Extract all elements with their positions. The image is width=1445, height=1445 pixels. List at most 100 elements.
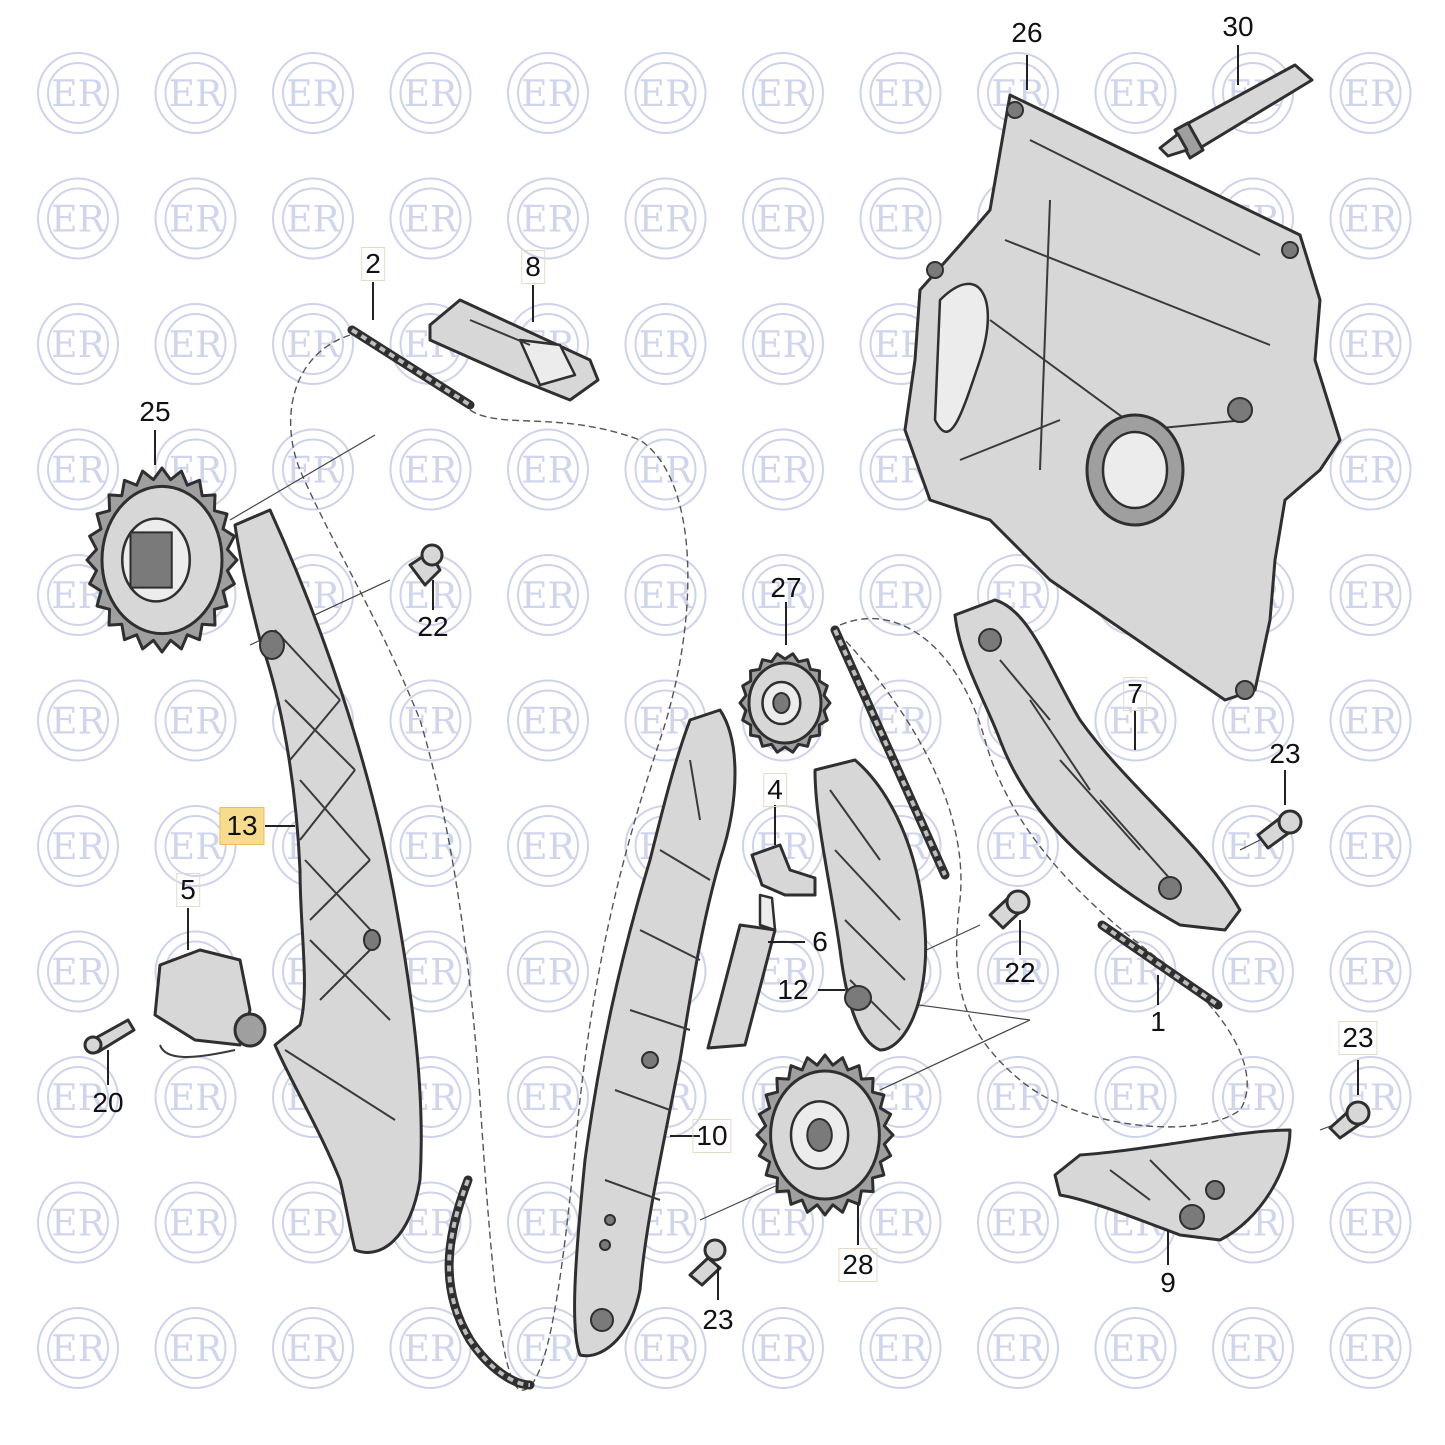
tensioner-rail [813, 758, 928, 1052]
watermark-stamp: ER [154, 177, 237, 260]
svg-text:ER: ER [169, 1078, 223, 1119]
sealant-cartridge [706, 893, 777, 1050]
watermark-stamp: ER [154, 1181, 237, 1264]
svg-text:ER: ER [404, 74, 458, 115]
callout-8: 8 [521, 250, 545, 284]
watermark-stamp: ER [742, 52, 824, 134]
callout-26: 26 [1011, 17, 1043, 48]
watermark-stamp: ER [389, 1307, 472, 1389]
watermark-stamp: ER [37, 679, 119, 762]
watermark-stamp: ER [154, 52, 237, 134]
watermark-stamp: ER [389, 177, 472, 260]
svg-text:ER: ER [404, 451, 458, 492]
chain-segment-middle [830, 625, 950, 880]
svg-text:ER: ER [286, 1329, 340, 1370]
svg-text:ER: ER [1344, 1329, 1398, 1370]
watermark-stamp: ER [507, 679, 589, 762]
watermark-stamp: ER [742, 1307, 824, 1389]
watermark-stamp: ER [37, 1307, 119, 1389]
watermark-stamp: ER [37, 1181, 119, 1264]
svg-text:ER: ER [874, 576, 928, 617]
callout-23-right: 23 [1269, 738, 1301, 769]
callout-20: 20 [92, 1087, 124, 1118]
svg-text:ER: ER [286, 200, 340, 241]
svg-text:ER: ER [1344, 200, 1398, 241]
svg-text:ER: ER [756, 1204, 810, 1245]
watermark-stamp: ER [389, 805, 472, 887]
watermark-stamp: ER [37, 428, 119, 511]
svg-text:ER: ER [51, 1329, 105, 1370]
svg-text:ER: ER [991, 1078, 1045, 1119]
watermark-stamp: ER [859, 177, 942, 260]
svg-text:ER: ER [51, 451, 105, 492]
callout-9: 9 [1160, 1267, 1176, 1298]
callout-23-bottom: 23 [702, 1304, 734, 1335]
svg-text:ER: ER [169, 325, 223, 366]
svg-text:ER: ER [1344, 827, 1398, 868]
svg-text:ER: ER [991, 1329, 1045, 1370]
svg-text:ER: ER [874, 1204, 928, 1245]
svg-text:ER: ER [521, 827, 575, 868]
callout-22-right: 22 [1004, 957, 1036, 988]
callout-6: 6 [812, 926, 828, 957]
watermark-stamp: ER [977, 930, 1059, 1013]
svg-text:ER: ER [286, 1204, 340, 1245]
svg-text:ER: ER [639, 325, 693, 366]
watermark-stamp: ER [37, 52, 119, 134]
callout-28: 28 [838, 1248, 878, 1282]
svg-text:ER: ER [169, 827, 223, 868]
watermark-stamp: ER [389, 679, 472, 762]
svg-text:ER: ER [1226, 953, 1280, 994]
callout-22-upper: 22 [417, 611, 449, 642]
lower-chain-tensioner [1053, 1128, 1292, 1242]
svg-text:ER: ER [521, 200, 575, 241]
svg-text:ER: ER [1344, 576, 1398, 617]
watermark-stamp: ER [1212, 930, 1294, 1013]
svg-text:ER: ER [169, 1329, 223, 1370]
svg-text:ER: ER [1226, 1329, 1280, 1370]
watermark-stamp: ER [37, 177, 119, 260]
svg-text:ER: ER [756, 1329, 810, 1370]
svg-text:ER: ER [51, 325, 105, 366]
callout-7: 7 [1123, 677, 1147, 711]
svg-text:ER: ER [169, 200, 223, 241]
bolts [83, 543, 1371, 1287]
watermark-stamp: ER [1329, 930, 1412, 1013]
callout-27: 27 [770, 572, 802, 603]
svg-text:ER: ER [521, 702, 575, 743]
watermark-stamp: ER [1329, 554, 1412, 636]
svg-text:ER: ER [286, 74, 340, 115]
watermark-stamp: ER [507, 554, 589, 636]
watermark-stamp: ER [624, 303, 707, 385]
svg-text:ER: ER [51, 1204, 105, 1245]
svg-text:ER: ER [874, 74, 928, 115]
svg-text:ER: ER [1226, 1078, 1280, 1119]
svg-text:ER: ER [286, 325, 340, 366]
callout-12: 12 [777, 974, 809, 1005]
watermark-stamp: ER [154, 303, 237, 385]
svg-text:ER: ER [639, 451, 693, 492]
watermark-stamp: ER [389, 52, 472, 134]
callout-2: 2 [361, 247, 385, 281]
svg-text:ER: ER [874, 1329, 928, 1370]
svg-text:ER: ER [169, 74, 223, 115]
svg-text:ER: ER [756, 325, 810, 366]
svg-text:ER: ER [639, 1329, 693, 1370]
watermark-stamp: ER [624, 52, 707, 134]
guide-rail-right [953, 598, 1242, 932]
svg-text:ER: ER [169, 1204, 223, 1245]
svg-text:ER: ER [874, 200, 928, 241]
svg-text:ER: ER [404, 1329, 458, 1370]
bolt-23-bottom [688, 1238, 727, 1287]
watermark-stamp: ER [859, 1181, 942, 1264]
camshaft-sprocket [85, 466, 239, 654]
watermark-stamp: ER [272, 303, 354, 385]
svg-text:ER: ER [51, 74, 105, 115]
watermark-stamp: ER [977, 1181, 1059, 1264]
svg-text:ER: ER [1226, 702, 1280, 743]
watermark-stamp: ER [1094, 1056, 1177, 1138]
watermark-stamp: ER [507, 52, 589, 134]
svg-text:ER: ER [51, 1078, 105, 1119]
watermark-stamp: ER [272, 1181, 354, 1264]
watermark-stamp: ER [977, 805, 1059, 887]
